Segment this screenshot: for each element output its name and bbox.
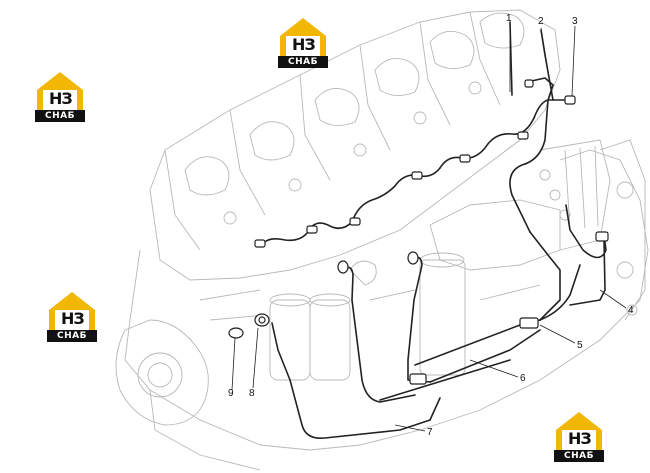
logo-mark: НЗ [568,429,592,448]
watermark-logo-left-top: НЗ СНАБ [35,70,85,122]
callout-6: 6 [520,373,526,384]
logo-brand: СНАБ [278,56,328,68]
logo-brand: СНАБ [47,330,97,342]
callout-9: 9 [228,388,234,399]
logo-brand: СНАБ [35,110,85,122]
callout-3: 3 [572,16,578,27]
callout-8: 8 [249,388,255,399]
callout-4: 4 [628,305,634,316]
callout-2: 2 [538,16,544,27]
logo-mark: НЗ [61,309,85,328]
watermark-logo-left-bottom: НЗ СНАБ [47,290,97,342]
watermark-logo-bottom-right: НЗ СНАБ [554,410,604,462]
watermark-logo-top: НЗ СНАБ [278,16,328,68]
callout-5: 5 [577,340,583,351]
logo-brand: СНАБ [554,450,604,462]
callout-7: 7 [427,427,433,438]
logo-mark: НЗ [49,89,73,108]
logo-mark: НЗ [292,35,316,54]
callout-1: 1 [506,13,512,24]
